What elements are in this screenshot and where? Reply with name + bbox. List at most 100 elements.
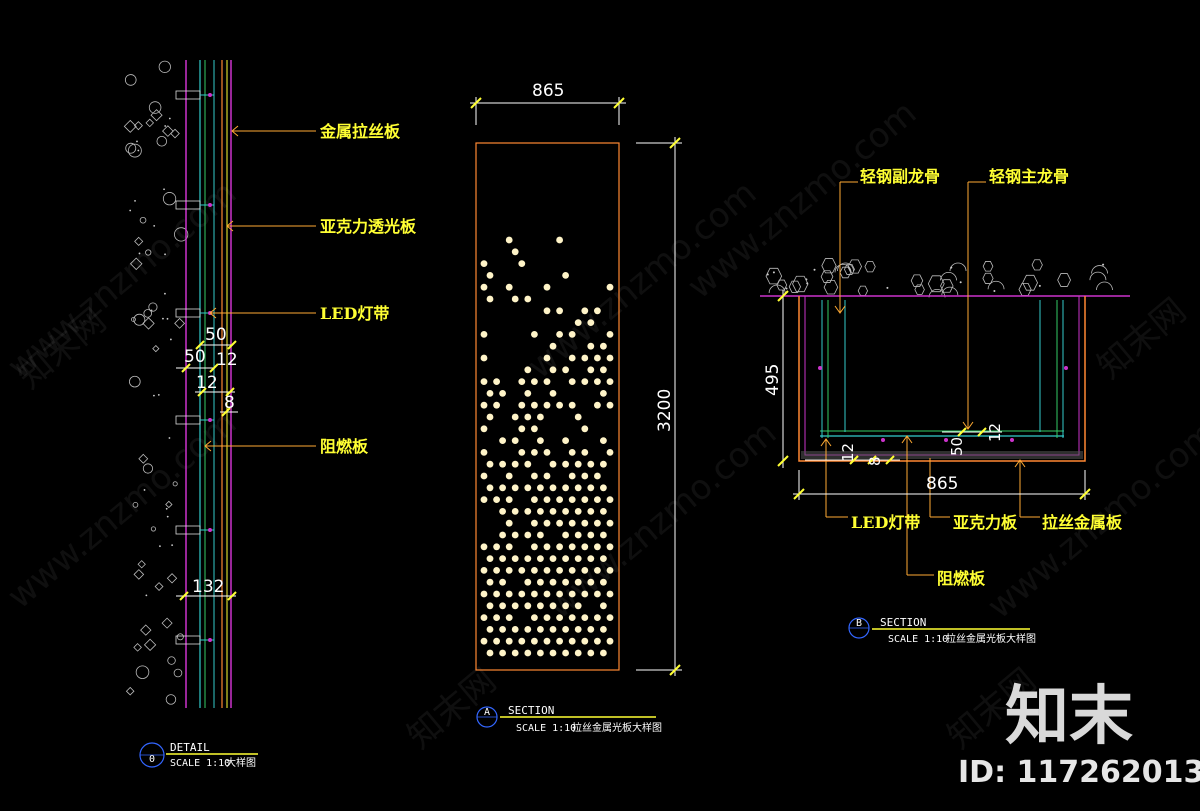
perforation-dot: [587, 626, 595, 633]
aggregate-dot: [950, 266, 953, 269]
dim-8: 8: [224, 393, 235, 413]
aggregate-shape: [910, 274, 924, 287]
perforation-dot: [606, 543, 614, 551]
perforation-dot: [505, 567, 513, 574]
concrete-hatch: [765, 258, 1113, 298]
label-acrylic-board: 亚克力板: [953, 513, 1018, 532]
aggregate-arc: [837, 262, 854, 272]
perforation-dot: [606, 354, 614, 362]
aggregate-shape: [982, 272, 994, 284]
perforation-dot: [537, 437, 544, 444]
perforation-dot: [581, 307, 589, 315]
perforation-dot: [587, 508, 595, 515]
perforation-dot: [480, 496, 488, 503]
aggregate-circle: [128, 143, 142, 158]
perforation-dot: [594, 637, 601, 645]
perforation-dot: [568, 590, 576, 598]
dim-tick: [181, 363, 191, 373]
perforation-dot: [581, 496, 589, 503]
section-a: 865 3200 A SECTION SCALE 1:10 拉丝金属光板大样图: [470, 81, 682, 734]
perforation-dot: [543, 472, 551, 480]
aggregate-dot: [772, 271, 775, 274]
dim-tick: [867, 455, 877, 465]
led-dot: [818, 366, 822, 370]
perforation-dot: [493, 567, 500, 574]
aggregate-circle: [167, 656, 176, 665]
perforation-dot: [480, 567, 488, 574]
dim-50-b: 50: [184, 347, 206, 367]
perforation-dot: [594, 614, 601, 621]
perforation-dot: [480, 472, 488, 480]
aggregate-shape: [1031, 259, 1043, 271]
perforation-dot: [505, 283, 513, 291]
title-name: SECTION: [508, 704, 554, 717]
perforation-dot: [493, 496, 500, 503]
perforation-dot: [480, 260, 488, 267]
perforation-dot: [549, 508, 557, 515]
perforation-dot: [568, 472, 576, 480]
perforation-dot: [587, 578, 595, 586]
perforation-dot: [531, 378, 538, 385]
dim-12-b: 12: [196, 373, 218, 393]
perforation-dot: [543, 283, 551, 291]
aggregate-circle: [158, 60, 171, 73]
dim-tick: [179, 591, 189, 601]
perforation-dot: [556, 307, 563, 315]
perforation-dot: [562, 531, 569, 539]
perforation-dot: [537, 649, 544, 657]
perforation-dot: [568, 519, 576, 527]
aggregate-circle: [124, 74, 137, 86]
perforation-dot: [556, 331, 563, 338]
aggregate-shape: [1057, 273, 1071, 287]
aggregate-shape: [914, 284, 925, 295]
perforation-dot: [499, 484, 506, 492]
perforation-dot: [556, 543, 563, 551]
perforation-dot: [531, 425, 538, 433]
aggregate-dot: [169, 338, 172, 341]
aggregate-arc: [834, 264, 852, 273]
aggregate-circle: [172, 481, 178, 487]
title-marker: 0: [149, 754, 155, 765]
aggregate-shape: [776, 279, 788, 291]
aggregate-shape: [927, 275, 945, 293]
led-dot: [208, 418, 212, 422]
dim-tick: [195, 340, 205, 350]
leader-arrow: [231, 125, 239, 137]
perforation-dot: [531, 519, 538, 527]
label-brushed-metal-board: 拉丝金属板: [1042, 513, 1123, 532]
dim-tick: [669, 664, 681, 676]
label-led-strip: LED灯带: [320, 304, 389, 323]
aggregate-shape: [133, 121, 143, 131]
perforation-dot: [549, 484, 557, 492]
perforation-dot: [493, 590, 500, 598]
aggregate-dot: [138, 252, 141, 255]
perforation-dot: [568, 354, 576, 362]
perforation-dot: [568, 401, 576, 409]
perforation-dot: [480, 543, 488, 551]
perforation-dot: [480, 590, 488, 598]
aggregate-circle: [142, 463, 154, 474]
perforation-dot: [524, 413, 532, 421]
dim-tick: [227, 340, 237, 350]
perforation-dot: [606, 590, 614, 598]
title-subtitle: 大样图: [226, 756, 256, 769]
title-scale: SCALE 1:10: [888, 634, 948, 645]
aggregate-circle: [156, 135, 168, 147]
perforation-dot: [556, 401, 563, 409]
perforation-dot: [486, 578, 494, 586]
perforation-dot: [511, 602, 519, 610]
perforation-dot: [524, 649, 532, 657]
perforation-dot: [568, 614, 576, 621]
perforation-dot: [562, 460, 569, 468]
perforation-dot: [556, 614, 563, 621]
aggregate-shape: [138, 453, 149, 464]
perforation-dot: [531, 637, 538, 645]
perforation-dot: [511, 295, 519, 303]
perforation-dot: [549, 366, 557, 374]
perforation-dot: [480, 283, 488, 291]
perforation-dot: [549, 460, 557, 468]
perforation-dot: [499, 390, 506, 397]
perforation-dot: [499, 626, 506, 633]
dim-tick: [225, 387, 235, 397]
